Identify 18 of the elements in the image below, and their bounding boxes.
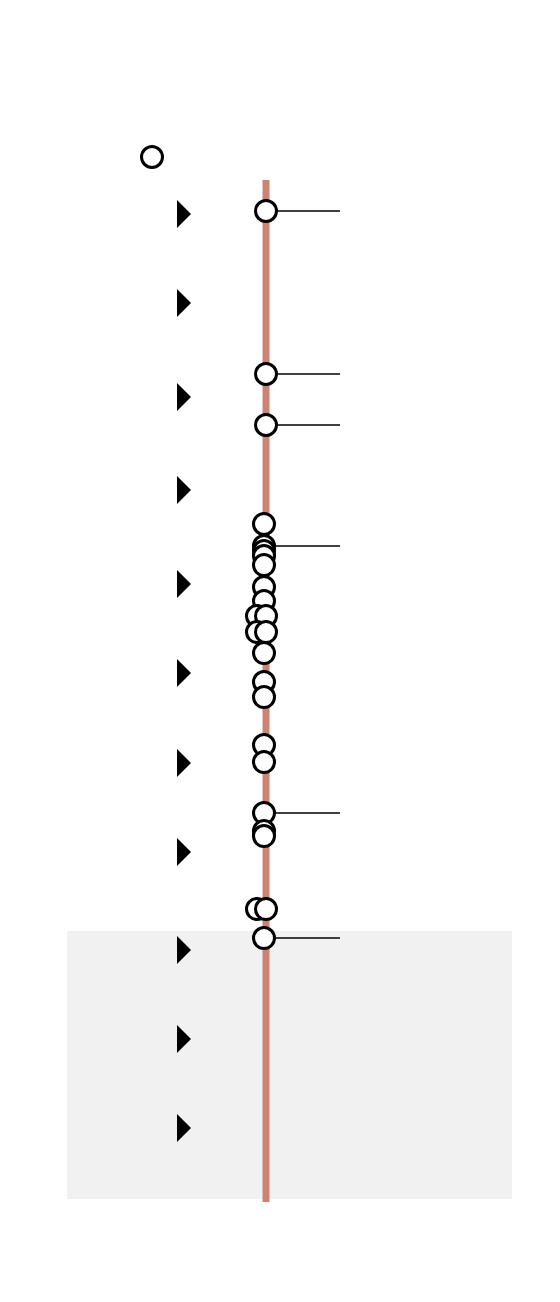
- circle-marker: [140, 145, 164, 169]
- leader-line: [277, 424, 341, 426]
- circle-marker: [252, 926, 276, 950]
- leader-line: [277, 373, 341, 375]
- circle-marker: [254, 413, 278, 437]
- leader-line: [277, 210, 341, 212]
- circle-marker: [252, 512, 276, 536]
- circle-marker: [254, 362, 278, 386]
- circle-marker: [252, 685, 276, 709]
- circle-marker: [252, 641, 276, 665]
- circle-marker: [254, 199, 278, 223]
- leader-line: [275, 812, 341, 814]
- circle-marker: [254, 897, 278, 921]
- circle-marker: [252, 553, 276, 577]
- circle-marker: [252, 824, 276, 848]
- leader-line: [275, 937, 341, 939]
- circle-marker: [252, 750, 276, 774]
- leader-line: [275, 545, 341, 547]
